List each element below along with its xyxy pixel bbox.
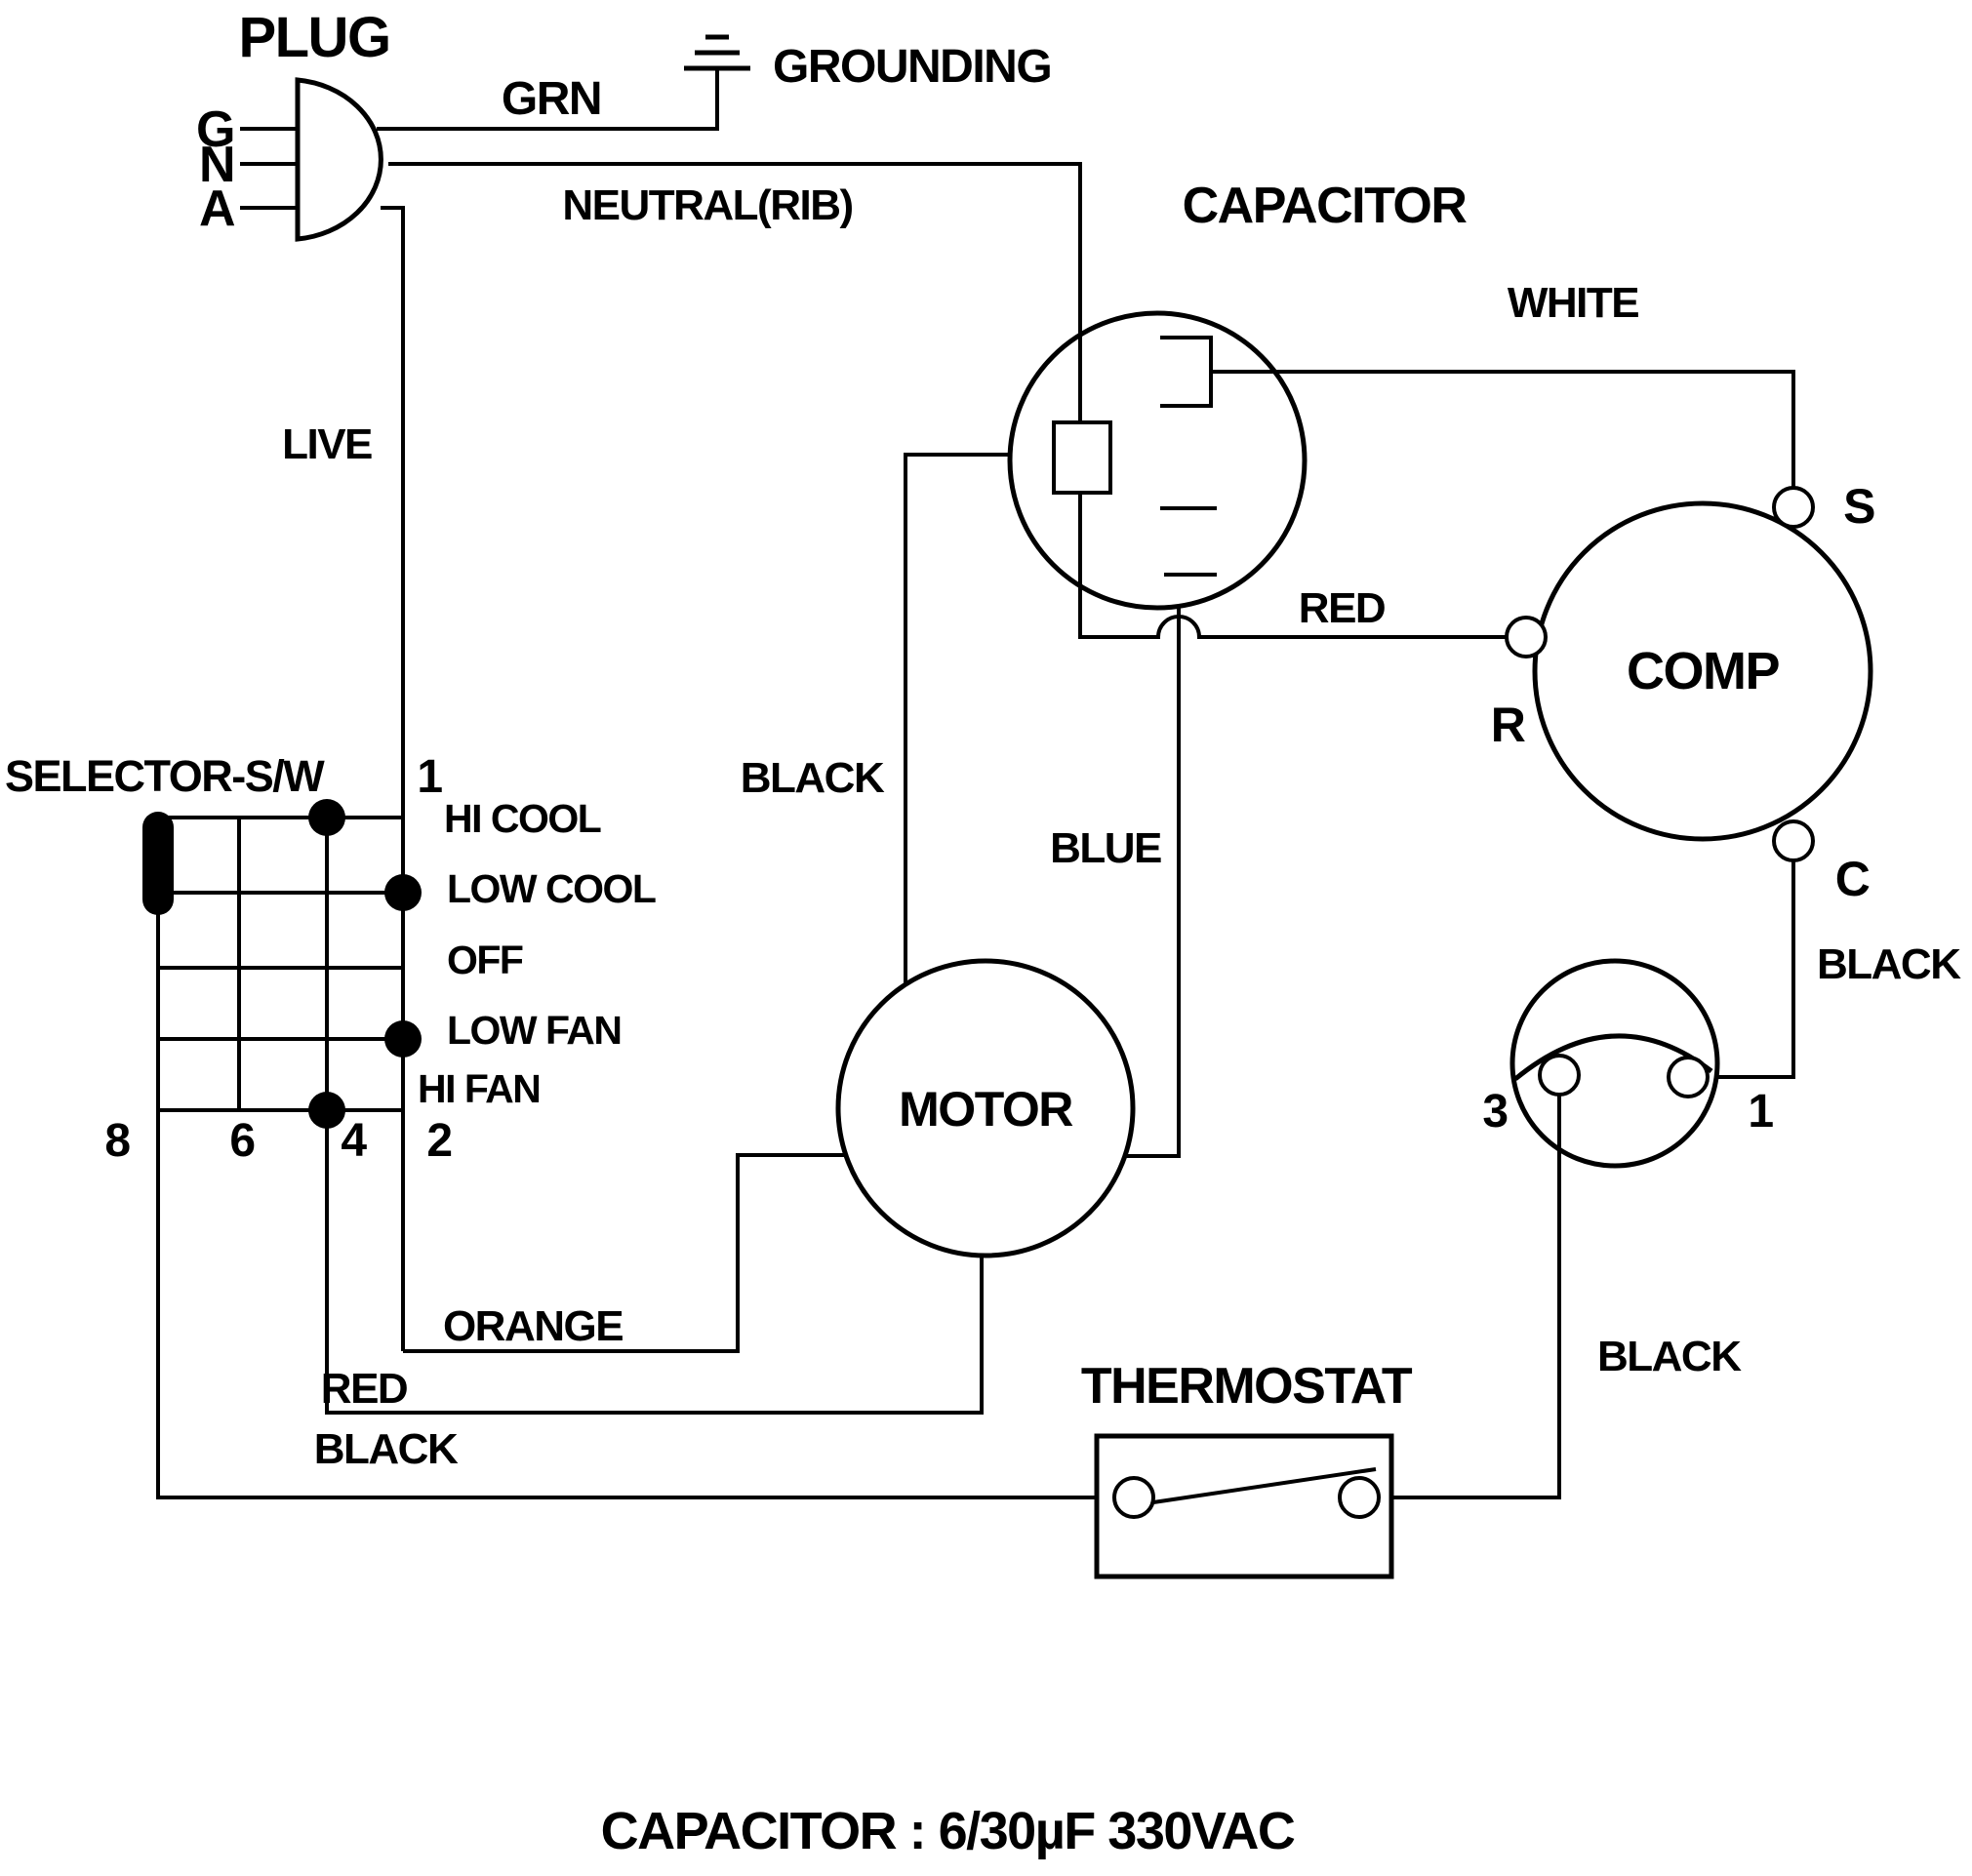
selector-pos-off-label: OFF (447, 938, 523, 982)
compressor-terminal-s (1772, 486, 1815, 529)
selector-wiper (142, 812, 174, 915)
red-fan-wire (325, 1110, 984, 1415)
plug-body (295, 77, 383, 242)
live-wire (381, 206, 405, 1351)
black-thermostat-wire (1379, 1095, 1561, 1499)
blue-wire-label: BLUE (1050, 824, 1161, 872)
selector-switch: SELECTOR-S/W HI COOL LOW COOL OFF LOW FA… (5, 751, 657, 1167)
overload-terminal-1-label: 1 (1748, 1086, 1773, 1138)
overload-terminal-3 (1538, 1054, 1581, 1097)
orange-wire-label: ORANGE (443, 1302, 623, 1350)
grounding-label: GROUNDING (773, 41, 1051, 93)
black-thermostat-wire-label: BLACK (1597, 1333, 1742, 1380)
selector-terminal-8-label: 8 (104, 1115, 130, 1167)
compressor-terminal-s-label: S (1843, 479, 1874, 534)
compressor-terminal-c (1772, 819, 1815, 862)
black-motor-wire-label: BLACK (741, 754, 885, 802)
selector-pos-hi-fan-label: HI FAN (418, 1066, 540, 1111)
overload-terminal-1 (1667, 1056, 1710, 1098)
black-motor-wire (904, 453, 1056, 985)
selector-title: SELECTOR-S/W (5, 751, 325, 801)
orange-wire (403, 1153, 848, 1353)
plug-symbol: PLUG G N A (196, 6, 391, 242)
thermostat-switch-blade (1152, 1467, 1377, 1504)
black-selector-wire (156, 907, 1116, 1499)
neutral-wire-label: NEUTRAL(RIB) (562, 181, 852, 229)
capacitor-common-terminal (1052, 420, 1112, 495)
thermostat-title: THERMOSTAT (1081, 1358, 1413, 1415)
red-comp-wire-label: RED (1299, 584, 1385, 632)
thermostat-symbol: THERMOSTAT (1081, 1358, 1414, 1579)
selector-terminal-2-label: 2 (426, 1115, 451, 1167)
capacitor-symbol: CAPACITOR (1007, 178, 1469, 611)
overload-terminal-3-label: 3 (1482, 1086, 1507, 1138)
compressor-terminal-r-label: R (1491, 698, 1526, 752)
compressor-terminal-r (1505, 616, 1548, 659)
selector-contact-low-cool (384, 874, 422, 911)
selector-terminal-6-label: 6 (229, 1115, 254, 1167)
grn-wire-label: GRN (502, 73, 601, 125)
overload-body (1509, 958, 1720, 1169)
capacitor-title: CAPACITOR (1183, 178, 1468, 234)
compressor-terminal-c-label: C (1835, 852, 1870, 906)
selector-terminal-4-label: 4 (341, 1115, 367, 1167)
compressor-title: COMP (1627, 642, 1779, 700)
selector-pos-low-fan-label: LOW FAN (447, 1008, 622, 1053)
white-wire-label: WHITE (1508, 279, 1638, 327)
black-comp-wire (1710, 860, 1795, 1079)
thermostat-terminal-left (1112, 1476, 1155, 1519)
compressor-body (1532, 500, 1873, 842)
motor-title: MOTOR (899, 1082, 1073, 1137)
thermostat-terminal-right (1338, 1476, 1381, 1519)
black-comp-wire-label: BLACK (1817, 940, 1961, 988)
plug-title: PLUG (238, 6, 389, 69)
black-selector-wire-label: BLACK (314, 1425, 459, 1473)
blue-wire (1123, 575, 1181, 1158)
selector-contact-hi-cool (308, 799, 345, 836)
selector-pos-low-cool-label: LOW COOL (447, 866, 656, 911)
capacitor-body (1007, 310, 1308, 611)
plug-pin-n-label: N (199, 137, 234, 193)
grounding-symbol: GRN GROUNDING (377, 34, 1053, 131)
selector-terminal-1-label: 1 (417, 751, 442, 803)
compressor-symbol: COMP S R C (1491, 479, 1876, 906)
selector-pos-hi-cool-label: HI COOL (444, 796, 601, 841)
live-wire-label: LIVE (282, 420, 372, 468)
white-wire (1211, 370, 1795, 488)
caption: CAPACITOR : 6/30µF 330VAC (601, 1802, 1295, 1860)
selector-contact-low-fan (384, 1020, 422, 1058)
red-fan-wire-label: RED (321, 1365, 407, 1413)
plug-pin-a-label: A (199, 180, 235, 237)
grn-wire (377, 68, 719, 131)
red-comp-wire (1078, 493, 1507, 639)
overload-protector-symbol: 3 1 (1482, 958, 1775, 1169)
motor-body (835, 958, 1136, 1258)
plug-pin-g-label: G (196, 101, 234, 158)
motor-symbol: BLACK BLUE MOTOR (741, 453, 1181, 1258)
overload-bimetal-arc (1513, 1033, 1713, 1081)
